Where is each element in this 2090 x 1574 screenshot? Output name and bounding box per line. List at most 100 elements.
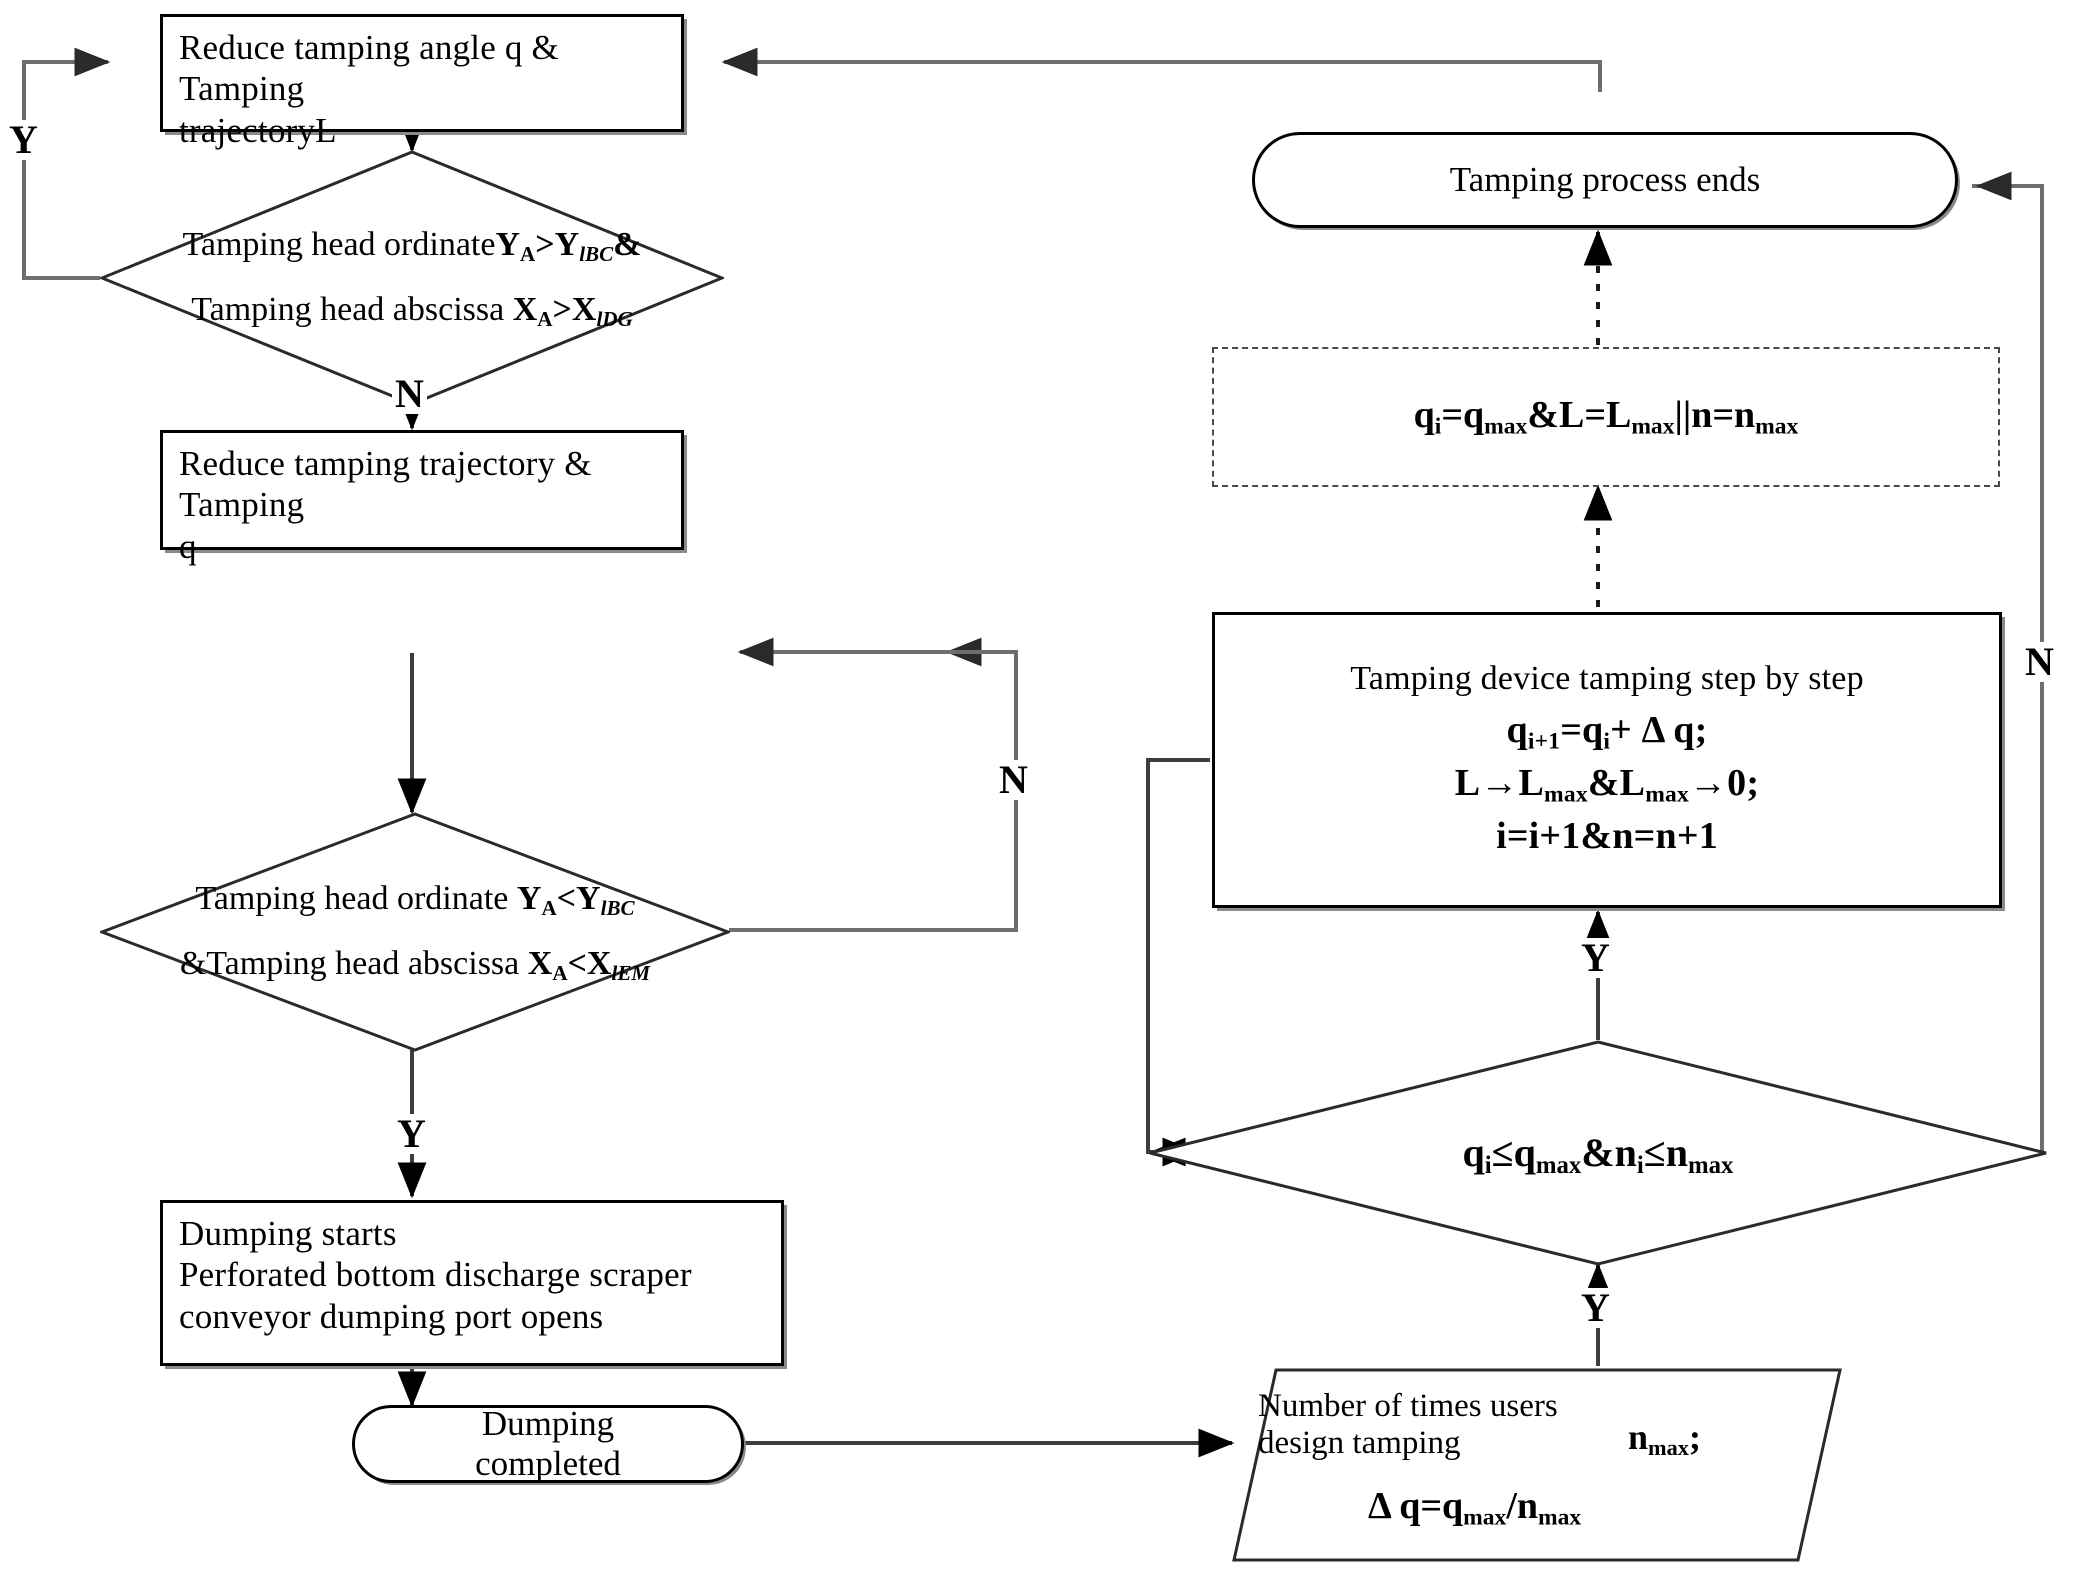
ui-eq-sub2: max: [1538, 1504, 1582, 1531]
d3-a-sub: i: [1484, 1151, 1492, 1179]
d2-l1-op: <: [556, 880, 577, 918]
dc-eq1: =q: [1441, 394, 1485, 437]
d3-amp: &n: [1581, 1130, 1637, 1175]
d1-l2-op: >: [552, 291, 572, 328]
line-2: Perforated bottom discharge scraper: [179, 1255, 692, 1295]
ui-eq-mid: /n: [1506, 1485, 1539, 1527]
line-1: Dumping starts: [179, 1214, 397, 1253]
d1-l1-pre: Tamping head ordinate: [182, 226, 496, 264]
process-reduce-tamping-angle[interactable]: Reduce tamping angle q & Tamping traject…: [160, 14, 684, 150]
d2-l1-sub1: A: [541, 896, 557, 921]
ui-nmax-sub: max: [1648, 1435, 1689, 1461]
d3-c-sub: i: [1636, 1151, 1644, 1179]
d2-l1-pre: Tamping head ordinate: [195, 880, 517, 918]
input-header: Number of times users design tamping: [1258, 1388, 1558, 1462]
decision-2-line-1: Tamping head ordinate YA<YlBC: [195, 867, 634, 932]
d2-l1-var2: Y: [576, 880, 601, 918]
ui-nmax: n: [1628, 1417, 1649, 1457]
decision-2-line-2: &Tamping head abscissa XA<XlEM: [180, 932, 650, 997]
decision-3-line: qi≤qmax&ni≤nmax: [1463, 1115, 1734, 1191]
edge-label-n-far-right: N: [2022, 642, 2057, 682]
input-delta-q-formula: Δ q=qmax/nmax: [1368, 1484, 1581, 1532]
d1-l1-sub1: A: [520, 242, 536, 267]
d1-l1-sub2: lBC: [579, 242, 614, 267]
ui-eq-pre: Δ q=q: [1368, 1485, 1464, 1527]
dc-amp: &L=L: [1527, 394, 1632, 437]
decision-head-less[interactable]: Tamping head ordinate YA<YlBC &Tamping h…: [100, 812, 730, 1052]
decision-q-n-limits[interactable]: qi≤qmax&ni≤nmax: [1148, 1040, 2048, 1266]
decision-1-line-1: Tamping head ordinateYA>YlBC&: [182, 213, 641, 278]
d1-l1-op: >: [535, 226, 555, 264]
input-nmax: nmax;: [1628, 1416, 1701, 1461]
line-2: q: [179, 526, 197, 566]
terminator-dumping-completed[interactable]: Dumping completed: [352, 1403, 744, 1483]
d2-l2-sub1: A: [552, 960, 568, 985]
ui-l2: design tamping: [1258, 1424, 1461, 1461]
parallelogram-text: Number of times users design tamping nma…: [1232, 1368, 1842, 1562]
ui-l1: Number of times users: [1258, 1388, 1558, 1424]
dc-or: ||n=n: [1674, 394, 1756, 437]
sb-l2-a-sub: max: [1544, 781, 1588, 808]
edge-label-y-decision2-down: Y: [394, 1114, 429, 1154]
decision-1-text: Tamping head ordinateYA>YlBC& Tamping he…: [100, 150, 724, 406]
line-2: trajectoryL: [179, 110, 337, 150]
decision-head-greater[interactable]: Tamping head ordinateYA>YlBC& Tamping he…: [100, 150, 724, 406]
line-1: Reduce tamping trajectory & Tamping: [179, 444, 592, 525]
edge-label-n-decision2-right: N: [996, 760, 1031, 800]
sb-l1-b: =q: [1560, 709, 1604, 752]
d3-op2: ≤n: [1643, 1130, 1688, 1175]
sb-l1-b-sub: i: [1603, 728, 1611, 755]
ui-eq-sub1: max: [1463, 1504, 1507, 1531]
parallelogram-outline: [1232, 1368, 1842, 1562]
d3-a: q: [1462, 1130, 1485, 1175]
sb-l1-a-sub: i+1: [1527, 728, 1561, 755]
d2-l1-sub2: lBC: [600, 896, 635, 921]
d3-op1: ≤q: [1491, 1130, 1536, 1175]
decision-2-text: Tamping head ordinate YA<YlBC &Tamping h…: [100, 812, 730, 1052]
decision-1-line-2: Tamping head abscissa XA>XlDG: [191, 278, 633, 343]
d1-l2-var: X: [512, 291, 538, 328]
process-reduce-tamping-trajectory[interactable]: Reduce tamping trajectory & Tamping q: [160, 430, 684, 566]
d1-l2-sub2: lDG: [596, 306, 633, 331]
sb-l2-b: &L: [1587, 761, 1646, 804]
sb-l2-b-sub: max: [1645, 781, 1689, 808]
line-3: conveyor dumping port opens: [179, 1296, 604, 1336]
d1-l1-post: &: [613, 226, 642, 264]
dashed-condition-box: qi=qmax&L=Lmax||n=nmax: [1212, 347, 2000, 487]
d2-l1-var: Y: [516, 880, 542, 918]
d3-b-sub: max: [1535, 1151, 1582, 1179]
terminator-tamping-ends-text: Tamping process ends: [1449, 159, 1761, 199]
input-user-design-tamping[interactable]: Number of times users design tamping nma…: [1232, 1368, 1842, 1562]
step-box-line-2: L→Lmax&Lmax→0;: [1231, 758, 1983, 811]
dc-eq1-sub: max: [1484, 413, 1528, 440]
d2-l2-op: <: [567, 945, 587, 982]
edge-label-y-decision3-bottom: Y: [1578, 1288, 1613, 1328]
sb-l1-a: q: [1506, 709, 1528, 752]
ui-nmax-semi: ;: [1688, 1417, 1701, 1457]
dashed-condition-text: qi=qmax&L=Lmax||n=nmax: [1414, 393, 1799, 441]
decision-3-outline: [1149, 1040, 2047, 1266]
process-tamping-step-by-step[interactable]: Tamping device tamping step by step qi+1…: [1212, 612, 2002, 908]
d3-d-sub: max: [1688, 1151, 1734, 1179]
d1-l2-pre: Tamping head abscissa: [191, 291, 513, 328]
d1-l2-sub1: A: [537, 306, 553, 331]
d1-l1-var2: Y: [554, 226, 580, 264]
d2-l2-var: X: [527, 945, 553, 982]
dc-q: q: [1413, 394, 1435, 437]
sb-l2-a: L→L: [1454, 761, 1545, 804]
dc-eq2-sub: max: [1631, 413, 1675, 440]
process-reduce-tamping-angle-text: Reduce tamping angle q & Tamping traject…: [179, 27, 665, 151]
edge-label-y-left-loop: Y: [6, 120, 41, 160]
step-box-line-1: qi+1=qi+ Δ q;: [1231, 705, 1983, 758]
terminator-tamping-process-ends[interactable]: Tamping process ends: [1252, 132, 1958, 228]
sb-l2-c: →0;: [1688, 761, 1760, 804]
process-dumping-starts[interactable]: Dumping starts Perforated bottom dischar…: [160, 1200, 784, 1366]
d1-l2-var2: X: [571, 291, 597, 328]
line-1: Dumping: [481, 1403, 615, 1443]
process-reduce-tamping-trajectory-text: Reduce tamping trajectory & Tamping q: [179, 443, 665, 567]
d1-l1-var: Y: [495, 226, 521, 264]
decision-3-text: qi≤qmax&ni≤nmax: [1148, 1040, 2048, 1266]
process-dumping-starts-text: Dumping starts Perforated bottom dischar…: [179, 1213, 692, 1337]
d2-l2-sub2: lEM: [611, 960, 651, 985]
